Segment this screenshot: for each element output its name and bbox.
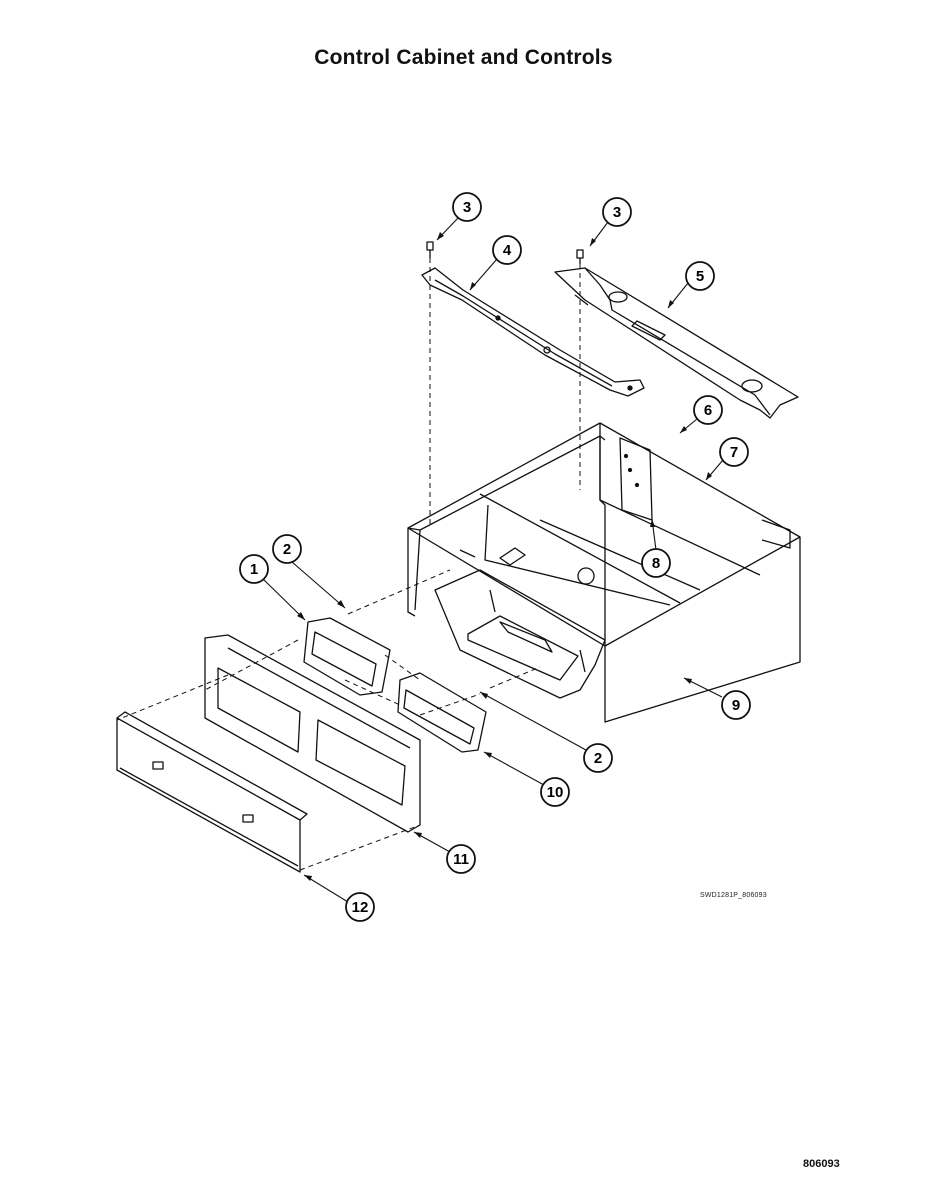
part-5-cover-plate [554, 267, 799, 419]
part-10-control-board [397, 672, 487, 753]
svg-text:11: 11 [453, 851, 469, 868]
callouts: 3 3 4 5 6 7 8 9 [239, 192, 751, 922]
svg-text:2: 2 [594, 750, 602, 767]
callout-9: 9 [721, 690, 751, 720]
svg-text:12: 12 [352, 899, 369, 916]
page-title: Control Cabinet and Controls [314, 46, 613, 69]
callout-4: 4 [492, 235, 522, 265]
svg-text:10: 10 [547, 784, 564, 801]
callout-2-lower: 2 [583, 743, 613, 773]
svg-text:9: 9 [732, 697, 740, 714]
callout-7: 7 [719, 437, 749, 467]
svg-text:8: 8 [652, 555, 660, 572]
callout-2-upper: 2 [272, 534, 302, 564]
callout-11: 11 [446, 844, 476, 874]
part-12-console-panel [116, 711, 308, 873]
page-number: 806093 [803, 1158, 840, 1170]
svg-text:7: 7 [730, 444, 738, 461]
callout-5: 5 [685, 261, 715, 291]
callout-6: 6 [693, 395, 723, 425]
svg-text:3: 3 [463, 199, 471, 216]
control-bay-tray [434, 569, 606, 699]
arrowheads [297, 232, 712, 881]
part-3-screws [426, 241, 584, 264]
svg-text:4: 4 [503, 242, 512, 259]
callout-8: 8 [641, 548, 671, 578]
svg-text:2: 2 [283, 541, 291, 558]
part-1-control-board [303, 617, 391, 696]
part-11-frame [204, 634, 421, 833]
callout-1: 1 [239, 554, 269, 584]
svg-text:1: 1 [250, 561, 258, 578]
alignment-lines [116, 258, 581, 871]
svg-text:3: 3 [613, 204, 621, 221]
figure-code: SWD1281P_806093 [700, 892, 767, 899]
svg-text:6: 6 [704, 402, 712, 419]
callout-10: 10 [540, 777, 570, 807]
part-7-control-cabinet [407, 422, 801, 723]
svg-text:5: 5 [696, 268, 704, 285]
callout-12: 12 [345, 892, 375, 922]
callout-3-right: 3 [602, 197, 632, 227]
callout-3-left: 3 [452, 192, 482, 222]
part-4-bracket [421, 267, 645, 397]
